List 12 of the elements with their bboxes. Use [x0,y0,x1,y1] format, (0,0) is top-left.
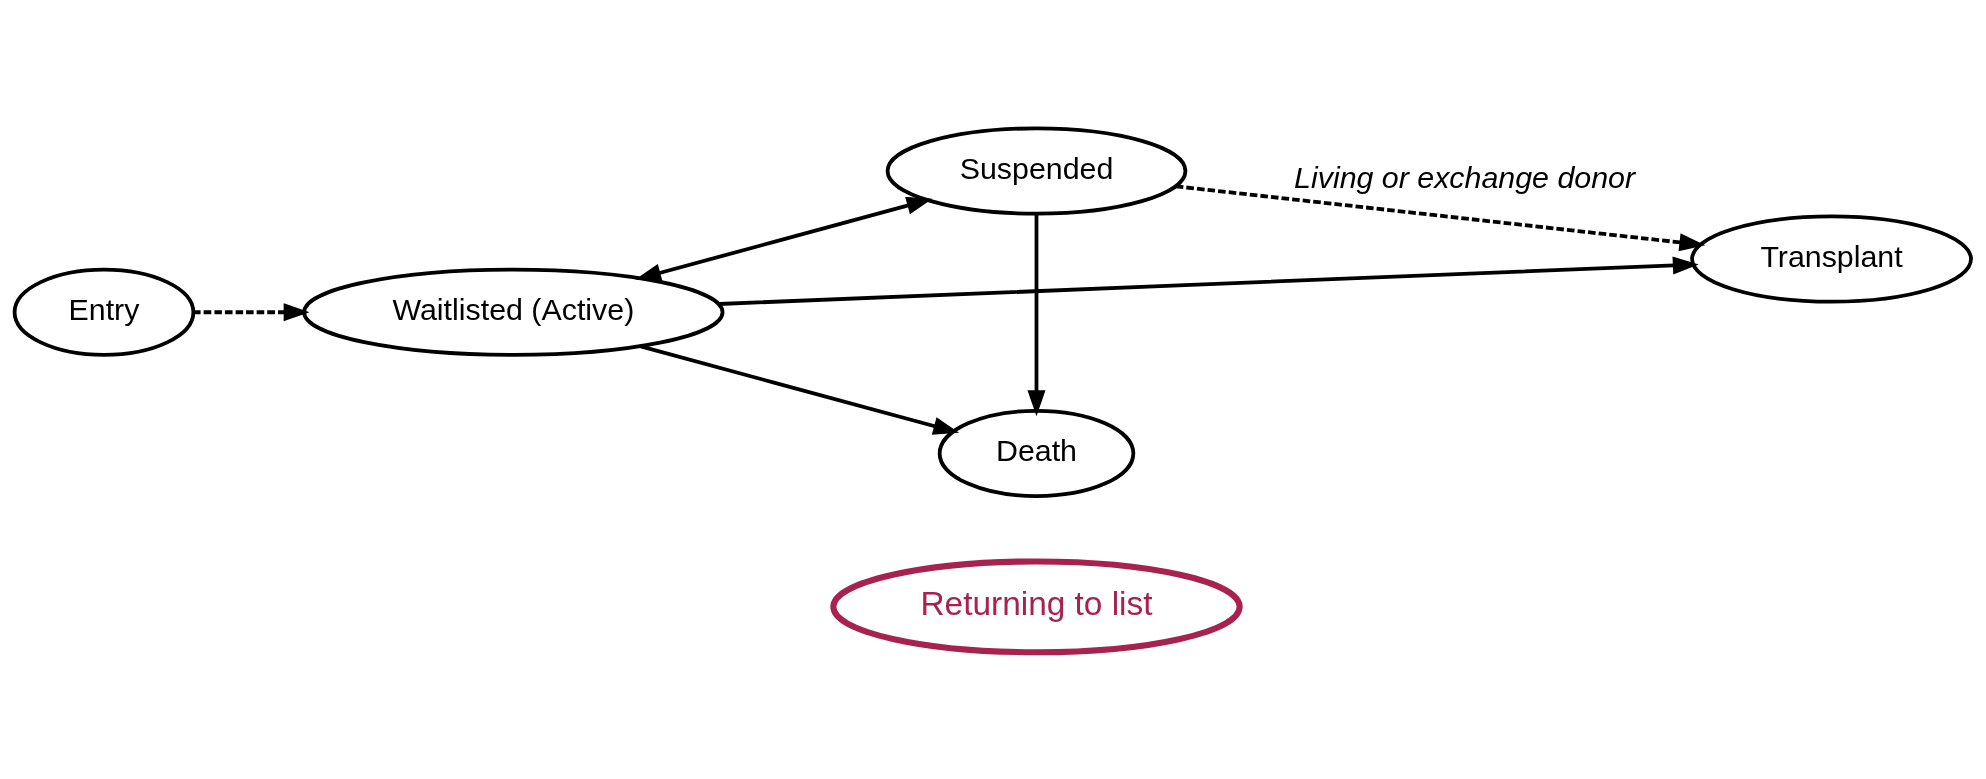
node-ellipse: Returning to list [830,557,1243,655]
arrow [718,255,1699,306]
arrow [193,302,310,321]
node-ellipse: Transplant [1690,214,1973,304]
arrow [640,344,960,435]
arrow [1027,213,1046,416]
arrow [635,196,933,282]
arrow [1175,183,1706,251]
node-ellipse: Entry [12,267,196,357]
node-ellipse: Death [937,408,1136,498]
node-ellipse: Waitlisted (Active) [302,267,725,357]
edge-label: Living or exchange donor [1294,160,1636,194]
